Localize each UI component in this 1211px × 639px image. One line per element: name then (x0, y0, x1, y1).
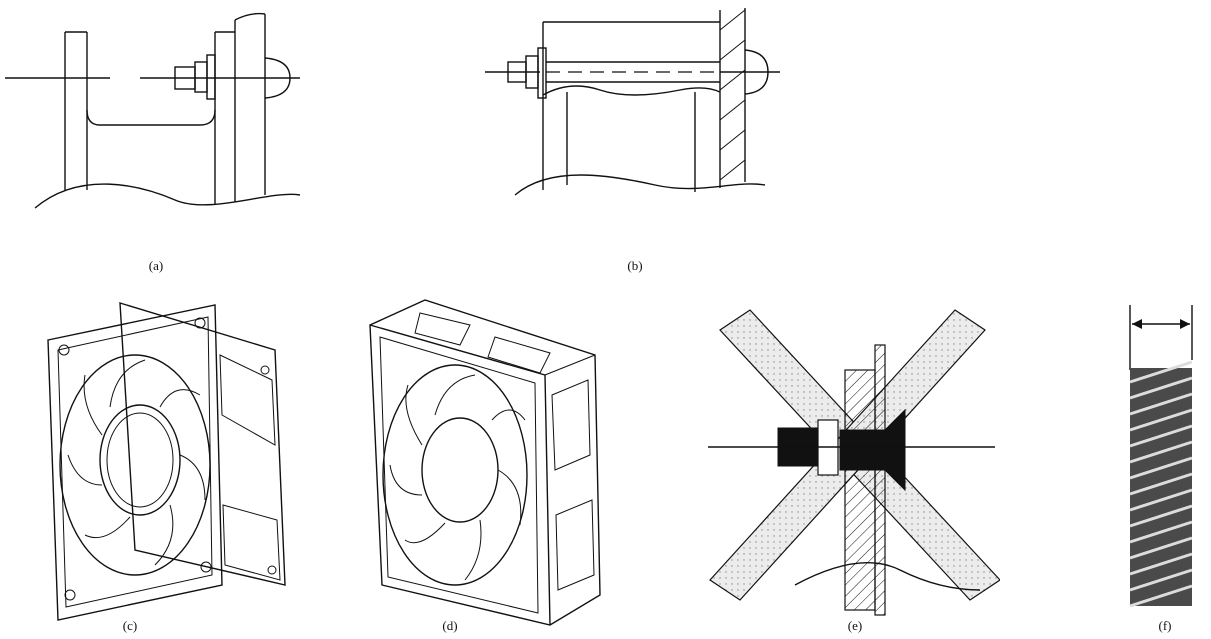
fan-angled-drawing (369, 299, 601, 626)
ground-line (514, 174, 766, 196)
caption-a: (a) (148, 258, 164, 273)
panel-a: (a) (0, 0, 320, 273)
panel-e: (e) (700, 300, 1000, 639)
caption-e: (e) (847, 618, 863, 633)
caption-c: (c) (122, 618, 138, 633)
caption-b: (b) (627, 258, 643, 273)
ground-line (34, 183, 301, 209)
diagram-a (5, 12, 301, 209)
panel-d: (d) (360, 295, 620, 639)
panel-c: (c) (40, 295, 300, 639)
diagram-b (485, 8, 780, 196)
panel-b: (b) (480, 0, 800, 273)
crossed-out-mounting-drawing (708, 309, 1000, 616)
threaded-screw-drawing (1129, 305, 1193, 608)
fan-front-drawing (47, 302, 286, 621)
thread-lines (1129, 360, 1193, 608)
caption-d: (d) (442, 618, 458, 633)
caption-f: (f) (1158, 618, 1172, 633)
panel-f: (f) (1110, 300, 1211, 639)
